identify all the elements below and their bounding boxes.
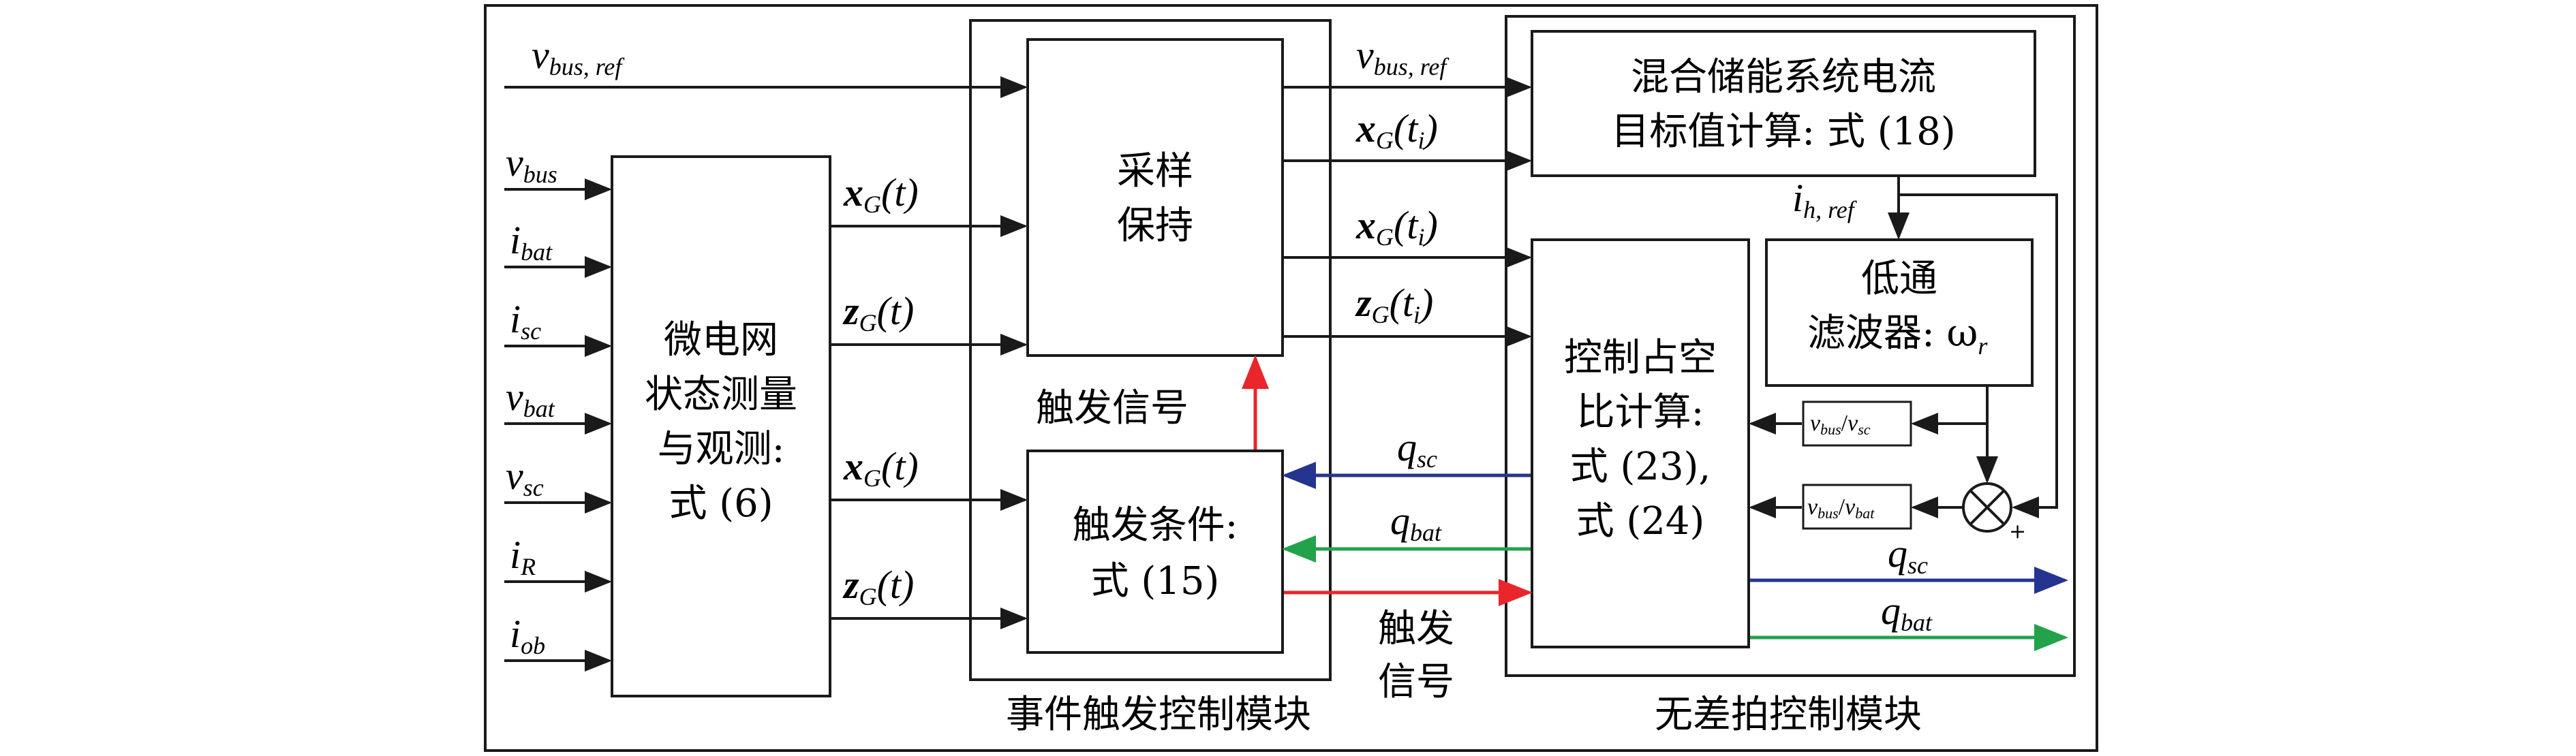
- trigger-condition-line-1: 触发条件:: [1073, 503, 1238, 548]
- trigger-condition-block: [1026, 450, 1284, 654]
- event-trigger-module-label: 事件触发控制模块: [1006, 693, 1311, 737]
- current-target-block: [1531, 30, 2036, 177]
- input-label-6: iR: [510, 533, 536, 580]
- deadbeat-module-label: 无差拍控制模块: [1655, 693, 1922, 737]
- trigger-signal-label-2b: 信号: [1378, 660, 1454, 704]
- current-target-line-2: 目标值计算: 式 (18): [1611, 110, 1955, 154]
- ih-ref-label: ih, ref: [1792, 176, 1858, 223]
- measurement-line-2: 状态测量: [645, 373, 797, 417]
- measurement-block: [611, 155, 831, 697]
- sample-hold-line-2: 保持: [1117, 204, 1193, 248]
- input-label-2: ibat: [510, 218, 553, 266]
- duty-calc-line-2: 比计算:: [1577, 390, 1704, 435]
- qsc-feedback-label: qsc: [1397, 425, 1437, 473]
- duty-calc-line-1: 控制占空: [1564, 336, 1717, 380]
- measurement-line-1: 微电网: [664, 318, 778, 362]
- qbat-feedback-label: qbat: [1390, 499, 1442, 546]
- measurement-line-3: 与观测:: [658, 427, 785, 471]
- xG-t-label-2: xG(t): [843, 444, 919, 492]
- ratio-bat-block: [1802, 484, 1912, 530]
- qbat-out-label: qbat: [1881, 588, 1933, 636]
- trigger-signal-label-2a: 触发: [1378, 607, 1454, 651]
- lowpass-block: [1765, 238, 2034, 387]
- outer-frame: [484, 4, 2098, 752]
- ratio-sc-block: [1802, 400, 1912, 447]
- sample-hold-line-1: 采样: [1117, 149, 1193, 193]
- measurement-line-4: 式 (6): [669, 482, 773, 526]
- sum-junction: [1962, 482, 2012, 533]
- duty-calc-line-4: 式 (24): [1576, 499, 1705, 544]
- event-trigger-module-frame: [969, 19, 1332, 681]
- xG-ti-label-1: xG(ti): [1355, 106, 1438, 154]
- input-label-1: vbus: [506, 140, 557, 188]
- zG-ti-label: zG(ti): [1355, 281, 1433, 328]
- xG-t-label-1: xG(t): [843, 170, 919, 218]
- current-target-line-1: 混合储能系统电流: [1631, 55, 1936, 99]
- duty-calc-line-3: 式 (23),: [1570, 445, 1711, 489]
- trigger-signal-label-1: 触发信号: [1036, 386, 1189, 430]
- qsc-out-label: qsc: [1888, 531, 1928, 579]
- xG-ti-label-2: xG(ti): [1355, 203, 1438, 251]
- sample-hold-block: [1026, 38, 1284, 357]
- sum-plus-sign: +: [2009, 520, 2026, 544]
- duty-calc-block: [1531, 238, 1750, 648]
- vbus-ref-label-in: vbus, ref: [532, 33, 625, 80]
- input-label-5: vsc: [506, 454, 544, 501]
- trigger-condition-line-2: 式 (15): [1091, 559, 1220, 603]
- input-label-4: vbat: [506, 375, 555, 422]
- vbus-ref-label-out: vbus, ref: [1356, 33, 1450, 80]
- input-label-3: isc: [510, 297, 541, 345]
- lowpass-line-2: 滤波器: ωr: [1807, 311, 1988, 360]
- lowpass-line-1: 低通: [1861, 257, 1937, 301]
- zG-t-label-2: zG(t): [842, 563, 914, 610]
- ratio-bat-label: vbus/vbat: [1807, 494, 1875, 522]
- ratio-sc-label: vbus/vsc: [1810, 411, 1871, 438]
- zG-t-label-1: zG(t): [842, 289, 914, 336]
- arrow-ih-ref-feedforward: [1899, 193, 2058, 518]
- input-label-7: iob: [510, 612, 545, 659]
